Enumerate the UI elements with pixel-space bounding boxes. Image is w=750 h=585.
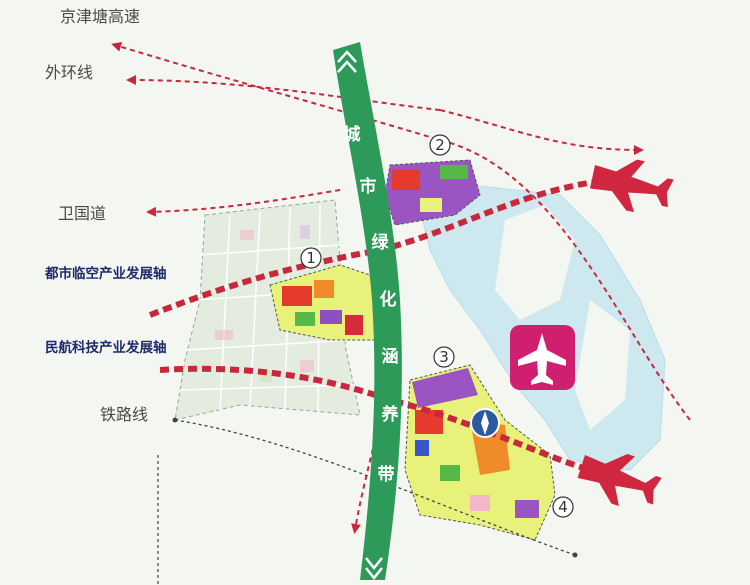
zone-3-blue (415, 440, 429, 456)
label-axis-urban: 都市临空产业发展轴 (44, 265, 167, 282)
zone-4-green (440, 465, 460, 481)
label-jingjintang: 京津塘高速 (60, 7, 140, 26)
route-jingjintang (111, 41, 691, 421)
zone-4-pink (470, 495, 490, 511)
airport-icon (510, 325, 575, 390)
zone-3-marker: 3 (433, 346, 455, 368)
zone-1-green (295, 312, 315, 326)
svg-text:2: 2 (435, 136, 445, 154)
green-belt-chevrons (337, 50, 383, 581)
airplane-icon-2 (577, 454, 662, 506)
route-waihuan (126, 75, 441, 111)
green-belt (333, 42, 402, 580)
zone-4-purple (515, 500, 539, 518)
label-railway: 铁路线 (100, 405, 148, 424)
svg-text:4: 4 (558, 498, 568, 516)
zone-1-marker: 1 (300, 247, 322, 269)
svg-text:市: 市 (360, 176, 377, 197)
airplane-icon (590, 159, 674, 213)
zone-2-yellow (420, 198, 442, 212)
route-weiguodao (146, 189, 341, 217)
svg-text:3: 3 (439, 348, 449, 366)
green-belt-text: 城 市 绿 化 涵 养 带 (344, 125, 400, 485)
west-patches (215, 225, 314, 382)
zone-1-red (282, 286, 312, 306)
airport-land-2 (575, 300, 630, 430)
route-waihuan-east (439, 109, 644, 155)
axis-civil (159, 365, 591, 473)
zone-2-marker: 2 (429, 134, 451, 156)
svg-text:化: 化 (380, 289, 397, 310)
label-waihuan: 外环线 (45, 63, 93, 82)
compass-logo-icon (470, 408, 500, 438)
label-axis-civil: 民航科技产业发展轴 (45, 339, 167, 356)
label-weiguodao: 卫国道 (58, 204, 106, 223)
railway-end-east (572, 552, 578, 558)
zone-1-red-2 (345, 315, 363, 335)
zone-1-purple (320, 310, 342, 324)
airport-land (495, 205, 575, 320)
svg-text:1: 1 (306, 249, 316, 267)
svg-text:涵: 涵 (382, 346, 399, 367)
zone-1-orange (314, 280, 334, 298)
zone-2-green (440, 165, 468, 179)
zone-4-marker: 4 (552, 496, 574, 518)
svg-text:养: 养 (381, 404, 400, 425)
svg-text:城: 城 (344, 125, 361, 145)
svg-text:绿: 绿 (372, 232, 390, 253)
zone-3-purple (412, 368, 478, 408)
zone-2-red (392, 170, 420, 190)
svg-text:带: 带 (378, 464, 395, 485)
railway-end-west (172, 417, 178, 423)
